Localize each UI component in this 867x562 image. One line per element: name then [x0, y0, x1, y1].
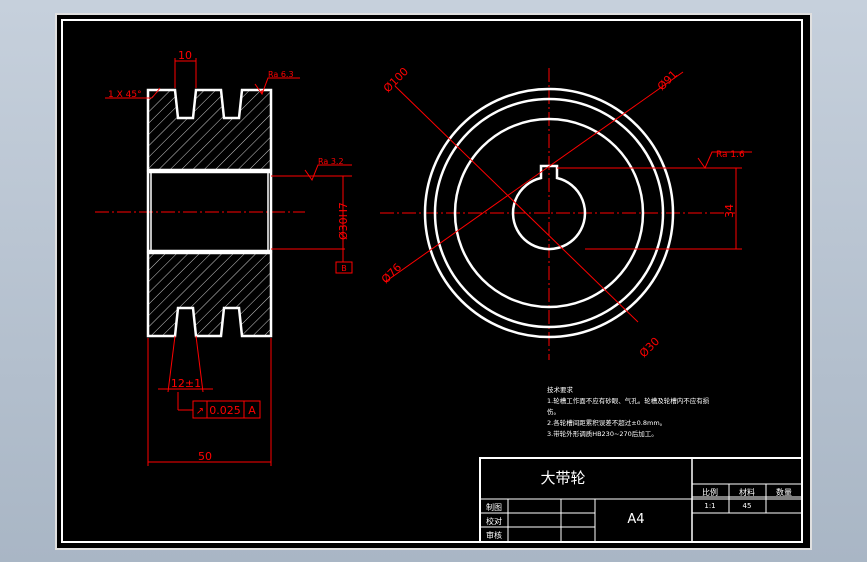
draw-label: 制图	[486, 502, 502, 512]
hub-circle	[453, 117, 645, 309]
tolerance-frame	[192, 400, 261, 419]
datum-box	[335, 261, 353, 274]
roughness-rim: Ra 6.3	[268, 70, 294, 79]
bore-outline	[146, 170, 273, 253]
chamfer-dim: 1 X 45°	[108, 90, 142, 100]
width-dim: 50	[198, 450, 212, 463]
approve-label: 审核	[486, 530, 502, 540]
roughness-key: Ra 1.6	[716, 150, 745, 160]
runout-symbol: ↗	[196, 406, 204, 417]
front-view: Ø100 Ø91 Ø76 Ø30 34 Ra 1.6	[379, 65, 752, 360]
drawing-border	[61, 19, 803, 543]
title-block	[479, 457, 803, 543]
key-height-dim: 34	[723, 204, 736, 218]
bore-dim: Ø30H7	[337, 202, 350, 240]
notes-line-2: 伤。	[547, 407, 560, 416]
scale-value: 1:1	[704, 502, 715, 510]
section-view: 10 1 X 45° Ra 6.3 Ra 3.2 Ø30H7 B 12±1 ↗ …	[95, 49, 353, 466]
part-name: 大带轮	[540, 469, 585, 487]
check-label: 校对	[486, 516, 502, 526]
lower-rim-section	[146, 251, 273, 338]
datum-label: B	[341, 264, 347, 273]
qty-label: 数量	[776, 487, 792, 497]
groove-width-dim: 10	[178, 49, 192, 62]
tolerance-value: 0.025	[209, 404, 241, 417]
scale-label: 比例	[702, 487, 718, 497]
roughness-bore: Ra 3.2	[318, 157, 344, 166]
bore-keyway	[511, 164, 587, 251]
sheet-size: A4	[627, 512, 644, 527]
technical-notes: 技术要求 1.轮槽工作面不应有砂眼、气孔。轮槽及轮槽内不应有损 伤。 2.各轮槽…	[547, 385, 710, 438]
tolerance-datum: A	[248, 404, 256, 417]
notes-line-3: 2.各轮槽间距累积误差不超过±0.8mm。	[547, 418, 666, 427]
material-label: 材料	[739, 487, 755, 497]
groove-pitch-dim: 12±1	[171, 377, 201, 390]
outer-circle	[423, 87, 675, 339]
rim-circle	[433, 97, 665, 329]
notes-line-4: 3.带轮外形调质HB230~270后加工。	[547, 429, 658, 438]
notes-title: 技术要求	[547, 385, 574, 394]
upper-rim-section	[146, 88, 273, 172]
notes-line-1: 1.轮槽工作面不应有砂眼、气孔。轮槽及轮槽内不应有损	[547, 396, 710, 405]
material-value: 45	[743, 502, 752, 510]
